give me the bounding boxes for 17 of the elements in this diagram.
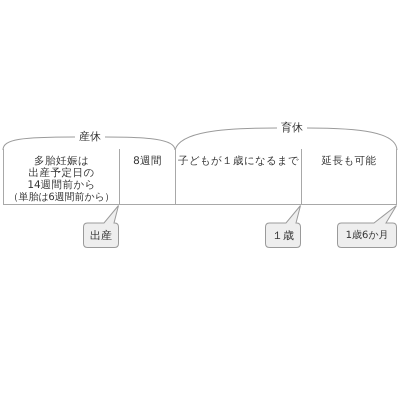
cell-text: 多胎妊娠は出産予定日の14週間前から [26,155,96,191]
table-cell [3,149,119,205]
callout-label: １歳 [272,230,294,242]
callout-bubble [83,205,119,248]
bracket-label: 育休 [281,122,303,134]
cell-text: 8週間 [133,155,162,167]
bracket-label: 産休 [79,131,101,143]
table-cell [175,149,301,205]
cell-text: 子どもが１歳になるまで [178,155,299,167]
callout-label: 1歳6か月 [346,230,388,242]
callout-label: 出産 [90,230,112,242]
table-cell [119,149,175,205]
cell-text: 延長も可能 [322,155,376,167]
cell-note: （単胎は6週間前から） [8,192,115,204]
table-cell [301,149,397,205]
callout-bubble [265,205,301,248]
callout-bubble [337,205,397,248]
